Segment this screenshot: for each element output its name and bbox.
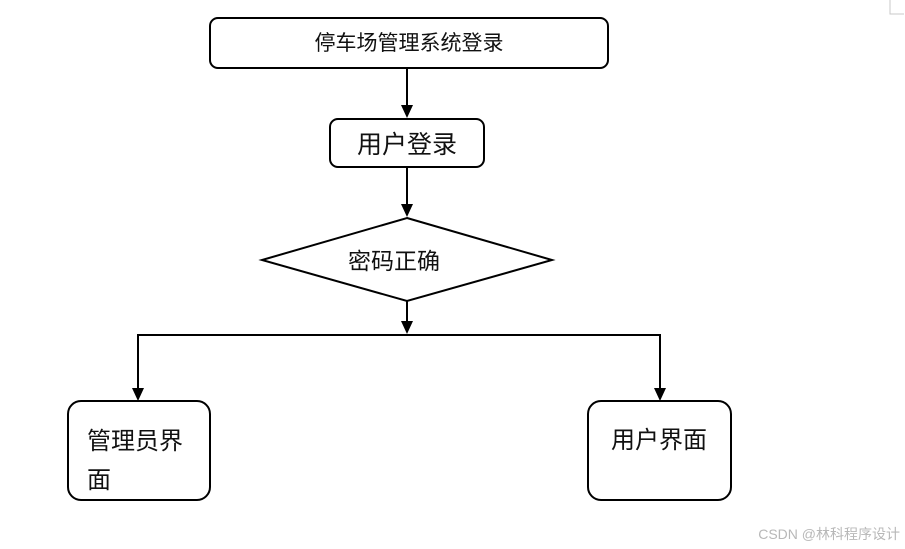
- arrowhead-password-check-down: [401, 321, 413, 334]
- node-system-login-label: 停车场管理系统登录: [315, 31, 504, 55]
- arrowhead-user-login-to-password-check: [401, 204, 413, 217]
- page-corner-mark: [889, 0, 904, 15]
- node-user-login-label: 用户登录: [357, 130, 457, 159]
- node-user-interface: 用户界面: [587, 400, 732, 501]
- arrowhead-branch-to-user: [654, 388, 666, 401]
- watermark-text: CSDN @林科程序设计: [758, 526, 900, 542]
- node-user-interface-label: 用户界面: [611, 426, 707, 454]
- node-system-login: 停车场管理系统登录: [209, 17, 609, 69]
- node-password-check-label: 密码正确: [348, 249, 440, 275]
- node-user-login: 用户登录: [329, 118, 485, 168]
- node-password-check: 密码正确: [258, 216, 556, 303]
- node-admin-interface-label-line2: 面: [87, 466, 111, 494]
- arrowhead-branch-to-admin: [132, 388, 144, 401]
- arrowhead-system-to-user-login: [401, 105, 413, 118]
- node-admin-interface-label-line1: 管理员界: [87, 427, 183, 455]
- node-admin-interface: 管理员界 面: [67, 400, 211, 501]
